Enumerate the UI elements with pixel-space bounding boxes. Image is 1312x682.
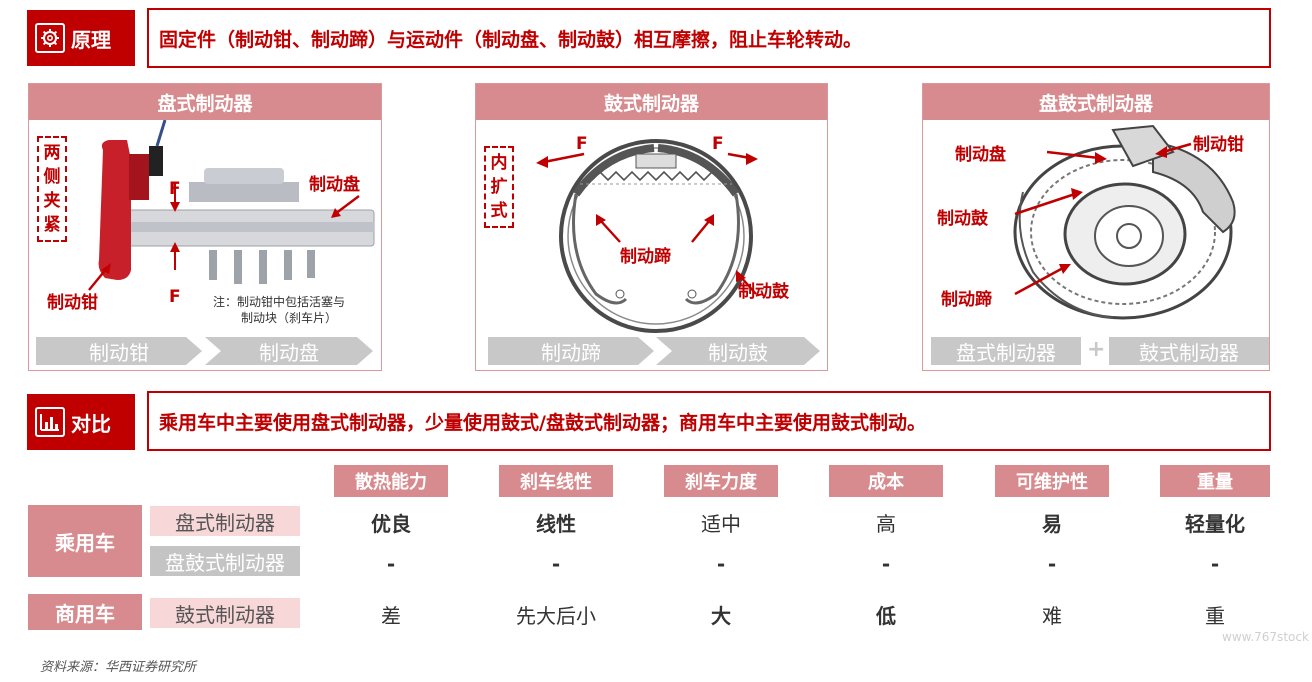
table-cell: 难 (1042, 604, 1062, 628)
drum-brake-panel: 鼓式制动器 内 扩 式 F F 制动蹄 制动鼓 制动蹄 制动鼓 (475, 83, 828, 371)
table-cell: - (386, 552, 396, 576)
watermark: www.767stock (1222, 630, 1309, 644)
row-drum-brake: 鼓式制动器 (150, 598, 300, 628)
bar-chart-icon (35, 407, 65, 437)
combo-caliper-label: 制动钳 (1193, 135, 1244, 155)
table-cell: 高 (876, 512, 896, 536)
clamp-both-sides-label: 两 侧 夹 紧 (37, 136, 67, 242)
chevron-drum-brake: 鼓式制动器 (1109, 337, 1269, 365)
table-cell: 低 (876, 604, 896, 628)
plus-sign: + (1087, 337, 1106, 362)
table-cell: - (1047, 552, 1057, 576)
table-cell: 先大后小 (516, 604, 596, 628)
drum-brake-illustration (536, 139, 758, 333)
table-cell: 线性 (536, 512, 576, 536)
shoe-label: 制动蹄 (620, 247, 671, 267)
combo-brake-illustration (1013, 124, 1236, 320)
row-disc-brake: 盘式制动器 (150, 506, 300, 536)
compare-text: 乘用车中主要使用盘式制动器，少量使用鼓式/盘鼓式制动器；商用车中主要使用鼓式制动… (159, 411, 926, 434)
table-cell: - (1210, 552, 1220, 576)
disc-brake-panel: 盘式制动器 两 侧 夹 紧 F F 制动盘 (28, 83, 382, 371)
combo-disc-label: 制动盘 (955, 145, 1006, 165)
col-head-linearity: 刹车线性 (499, 465, 613, 497)
disc-label: 制动盘 (309, 175, 360, 195)
chevron-caliper: 制动钳 (36, 337, 202, 365)
row-disc-drum-brake: 盘鼓式制动器 (150, 546, 300, 576)
table-cell: 轻量化 (1185, 512, 1245, 536)
table-cell: 适中 (701, 512, 741, 536)
drum-label: 制动鼓 (738, 282, 789, 302)
combo-brake-panel: 盘鼓式制动器 制动盘 制动钳 制动鼓 制动蹄 盘式制动器 + 鼓式制动器 (922, 83, 1270, 371)
compare-banner: 乘用车中主要使用盘式制动器，少量使用鼓式/盘鼓式制动器；商用车中主要使用鼓式制动… (147, 391, 1271, 451)
force-right-label: F (712, 134, 724, 154)
table-cell: 差 (381, 604, 401, 628)
table-cell: 大 (711, 604, 731, 628)
force-left-label: F (576, 134, 588, 154)
disc-brake-illustration (88, 120, 375, 291)
internal-expansion-label: 内 扩 式 (484, 146, 514, 228)
combo-brake-title: 盘鼓式制动器 (923, 84, 1269, 120)
col-head-maintain: 可维护性 (995, 465, 1109, 497)
principle-banner: 固定件（制动钳、制动蹄）与运动件（制动盘、制动鼓）相互摩擦，阻止车轮转动。 (147, 8, 1271, 68)
combo-shoe-label: 制动蹄 (941, 290, 992, 310)
chevron-drum: 制动鼓 (656, 337, 820, 365)
disc-brake-title: 盘式制动器 (29, 84, 381, 120)
principle-tag: 原理 (27, 10, 135, 66)
chevron-shoe: 制动蹄 (488, 337, 654, 365)
force-bottom-label: F (169, 287, 181, 307)
compare-tag: 对比 (27, 394, 135, 450)
table-cell: 优良 (371, 512, 411, 536)
principle-text: 固定件（制动钳、制动蹄）与运动件（制动盘、制动鼓）相互摩擦，阻止车轮转动。 (159, 28, 863, 51)
col-head-heat: 散热能力 (334, 465, 448, 497)
table-cell: - (881, 552, 891, 576)
caliper-label: 制动钳 (47, 293, 98, 313)
table-cell: - (716, 552, 726, 576)
chevron-disc: 制动盘 (205, 337, 373, 365)
col-head-weight: 重量 (1160, 465, 1270, 497)
combo-drum-label: 制动鼓 (937, 209, 988, 229)
table-cell: - (551, 552, 561, 576)
table-cell: 易 (1042, 512, 1062, 536)
drum-brake-title: 鼓式制动器 (476, 84, 827, 120)
chevron-disc-brake: 盘式制动器 (931, 337, 1081, 365)
group-passenger: 乘用车 (28, 505, 142, 577)
compare-tag-label: 对比 (71, 411, 111, 436)
table-cell: 重 (1205, 604, 1225, 628)
col-head-cost: 成本 (829, 465, 943, 497)
disc-note: 注：制动钳中包括活塞与 制动块（刹车片） (213, 295, 346, 325)
force-top-label: F (169, 179, 181, 199)
gear-icon (35, 23, 65, 53)
col-head-force: 刹车力度 (664, 465, 778, 497)
group-commercial: 商用车 (28, 594, 142, 630)
principle-tag-label: 原理 (71, 27, 111, 52)
source-note: 资料来源：华西证券研究所 (40, 660, 197, 675)
